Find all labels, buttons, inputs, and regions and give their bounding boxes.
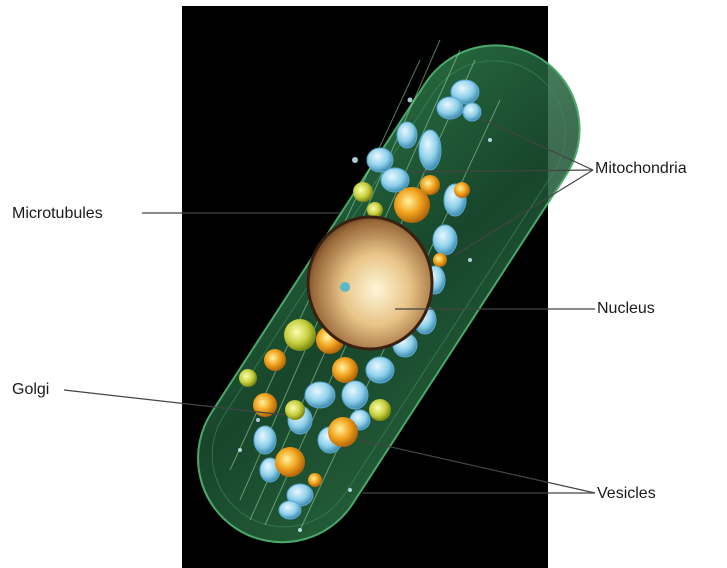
label-microtubules: Microtubules <box>12 205 103 223</box>
nucleus <box>308 217 432 349</box>
label-vesicles: Vesicles <box>597 485 656 503</box>
label-nucleus: Nucleus <box>597 300 655 318</box>
label-mitochondria: Mitochondria <box>595 160 687 178</box>
label-golgi: Golgi <box>12 381 49 399</box>
